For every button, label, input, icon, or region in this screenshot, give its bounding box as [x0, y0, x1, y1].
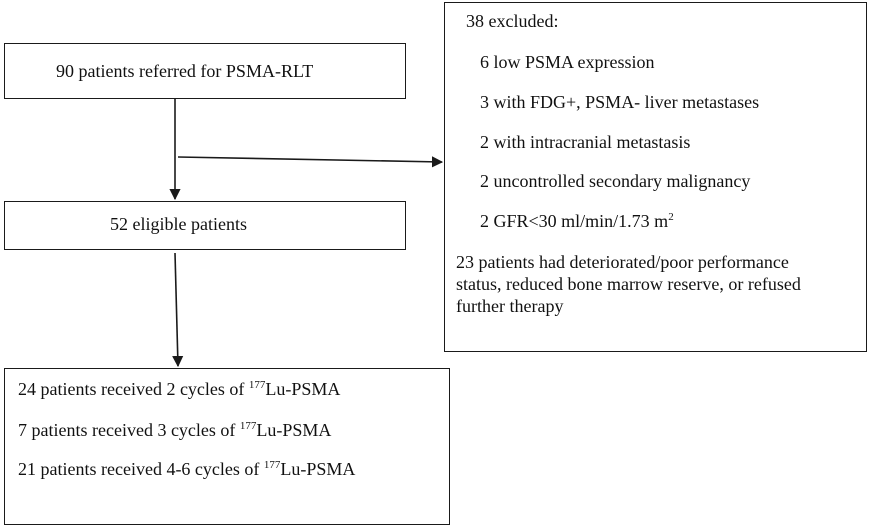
referred-label: 90 patients referred for PSMA-RLT — [56, 61, 314, 81]
eligible-box — [4, 201, 406, 250]
arrow-to-excluded — [177, 156, 444, 168]
isotope-mass: 177 — [248, 379, 266, 391]
arrow-eligible-to-received — [172, 252, 184, 368]
received-row-text: 7 patients received 3 cycles of — [18, 420, 240, 440]
isotope-name: Lu-PSMA — [256, 420, 332, 440]
excluded-item-gfr: 2 GFR<30 ml/min/1.73 m2 — [480, 210, 674, 232]
gfr-text: 2 GFR<30 ml/min/1.73 m — [480, 211, 669, 231]
excluded-box — [444, 2, 867, 352]
referred-box — [4, 43, 406, 99]
isotope-mass: 177 — [239, 420, 257, 432]
excluded-title: 38 excluded: — [466, 11, 559, 31]
received-row-text: 21 patients received 4-6 cycles of — [18, 459, 264, 479]
received-row: 7 patients received 3 cycles of 177Lu-PS… — [18, 419, 331, 441]
excluded-item: 2 with intracranial metastasis — [480, 132, 691, 152]
received-box — [4, 368, 450, 525]
received-row-text: 24 patients received 2 cycles of — [18, 379, 249, 399]
received-row: 21 patients received 4-6 cycles of 177Lu… — [18, 458, 355, 480]
excluded-item: 6 low PSMA expression — [480, 52, 655, 72]
excluded-item: 3 with FDG+, PSMA- liver metastases — [480, 92, 760, 112]
excluded-item: 2 uncontrolled secondary malignancy — [480, 171, 751, 191]
isotope-mass: 177 — [263, 459, 281, 471]
received-row: 24 patients received 2 cycles of 177Lu-P… — [18, 378, 340, 400]
gfr-superscript: 2 — [668, 211, 674, 223]
isotope-name: Lu-PSMA — [265, 379, 341, 399]
excluded-item-last: 23 patients had deteriorated/poor perfor… — [456, 252, 801, 316]
isotope-name: Lu-PSMA — [280, 459, 356, 479]
eligible-label: 52 eligible patients — [110, 214, 247, 234]
